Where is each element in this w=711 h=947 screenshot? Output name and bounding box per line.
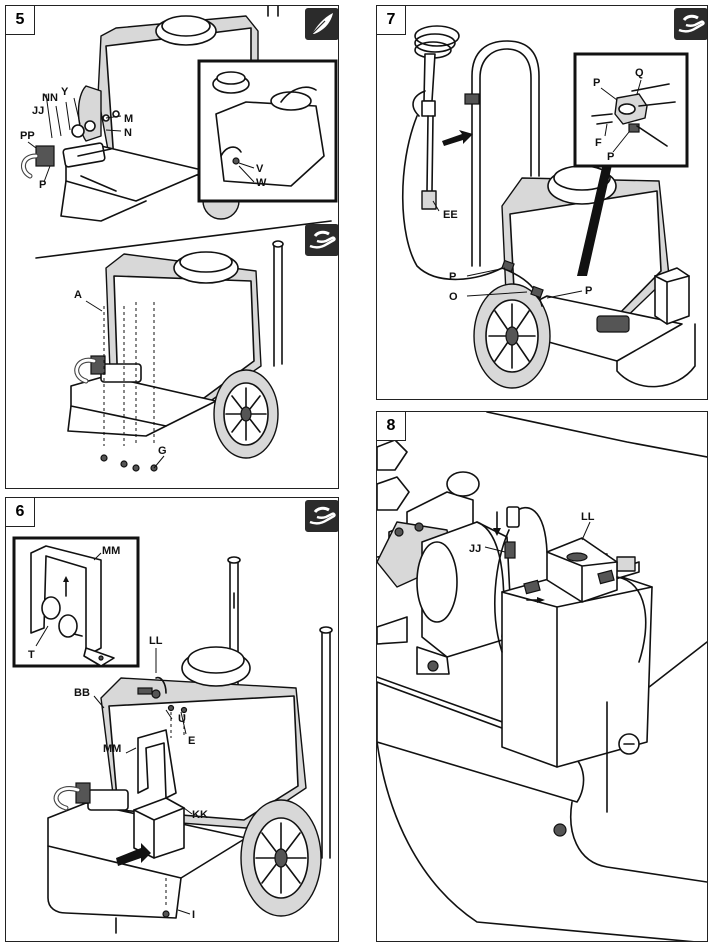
wrench-hand-icon [674,8,707,40]
callout-y: Y [61,86,69,98]
step-number: 5 [6,6,35,35]
callout-p: P [593,77,600,89]
callout-p-2: P [607,151,614,163]
callout-m: M [124,113,133,125]
callout-t: T [28,649,35,661]
callout-p: P [39,179,46,191]
callout-w: W [256,177,267,189]
callout-i: I [192,909,195,921]
wrench-hand-icon [305,500,338,532]
panel-5-drawing: PP JJ NN Y M N P V W [20,6,338,472]
panel-step-5: 5 PP JJ NN Y M N P [5,5,339,489]
panel-step-7: 7 [376,5,708,400]
callout-o: O [449,291,458,303]
callout-ll: LL [149,635,163,647]
callout-n: N [124,127,132,139]
panel-7-drawing: P Q F P EE P O P [401,25,696,389]
callout-v: V [256,163,264,175]
callout-mm-2: MM [103,743,121,755]
step-number: 6 [6,498,35,527]
step-number: 7 [377,6,406,35]
panel-step-6: 6 MM T [5,497,339,942]
callout-q: Q [635,67,644,79]
callout-ll: LL [581,511,595,523]
callout-p-4: P [585,285,592,297]
callout-nn: NN [42,92,58,104]
callout-bb: BB [74,687,90,699]
panel-8-drawing: JJ LL [377,412,707,941]
wrench-hand-icon [305,224,338,256]
callout-e: E [188,735,195,747]
callout-u: U [178,713,186,725]
callout-kk: KK [192,809,208,821]
callout-pp: PP [20,130,35,142]
panel-step-8: 8 [376,411,708,942]
callout-jj: JJ [32,105,44,117]
callout-a: A [74,289,82,301]
callout-ee: EE [443,209,458,221]
callout-jj: JJ [469,543,481,555]
callout-p-3: P [449,271,456,283]
step-number: 8 [377,412,406,441]
callout-mm: MM [102,545,120,557]
feather-icon [305,8,338,40]
callout-f: F [595,137,602,149]
panel-6-drawing: MM T [12,536,333,934]
callout-g: G [158,445,167,457]
